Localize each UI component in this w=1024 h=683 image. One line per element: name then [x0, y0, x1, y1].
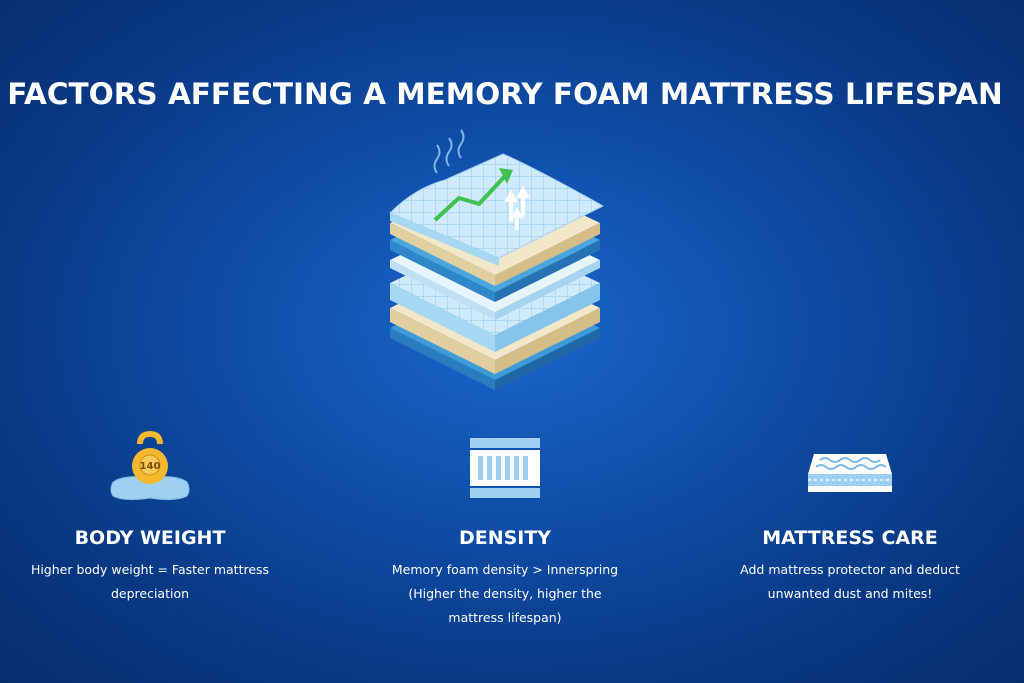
factor-mattress-care: MATTRESS CARE Add mattress protector and…: [700, 430, 1000, 601]
factor-description: Memory foam density > Innerspring (Highe…: [391, 562, 619, 625]
factor-body-weight: 140 BODY WEIGHT Higher body weight = Fas…: [0, 430, 300, 601]
weight-value: 140: [140, 461, 161, 472]
factor-heading: MATTRESS CARE: [762, 527, 938, 549]
page-title: FACTORS AFFECTING A MEMORY FOAM MATTRESS…: [7, 77, 1003, 111]
innerspring-coil-icon: [470, 438, 540, 498]
factor-heading: DENSITY: [458, 527, 552, 549]
layered-mattress-illustration: [389, 129, 605, 390]
mattress-protector-icon: [808, 454, 892, 492]
factor-heading: BODY WEIGHT: [74, 527, 226, 549]
factor-density: DENSITY Memory foam density > Innersprin…: [355, 430, 655, 625]
factor-description: Add mattress protector and deduct unwant…: [740, 562, 960, 601]
kettlebell-on-cushion-icon: 140: [110, 430, 190, 501]
factor-description: Higher body weight = Faster mattress dep…: [30, 562, 270, 601]
